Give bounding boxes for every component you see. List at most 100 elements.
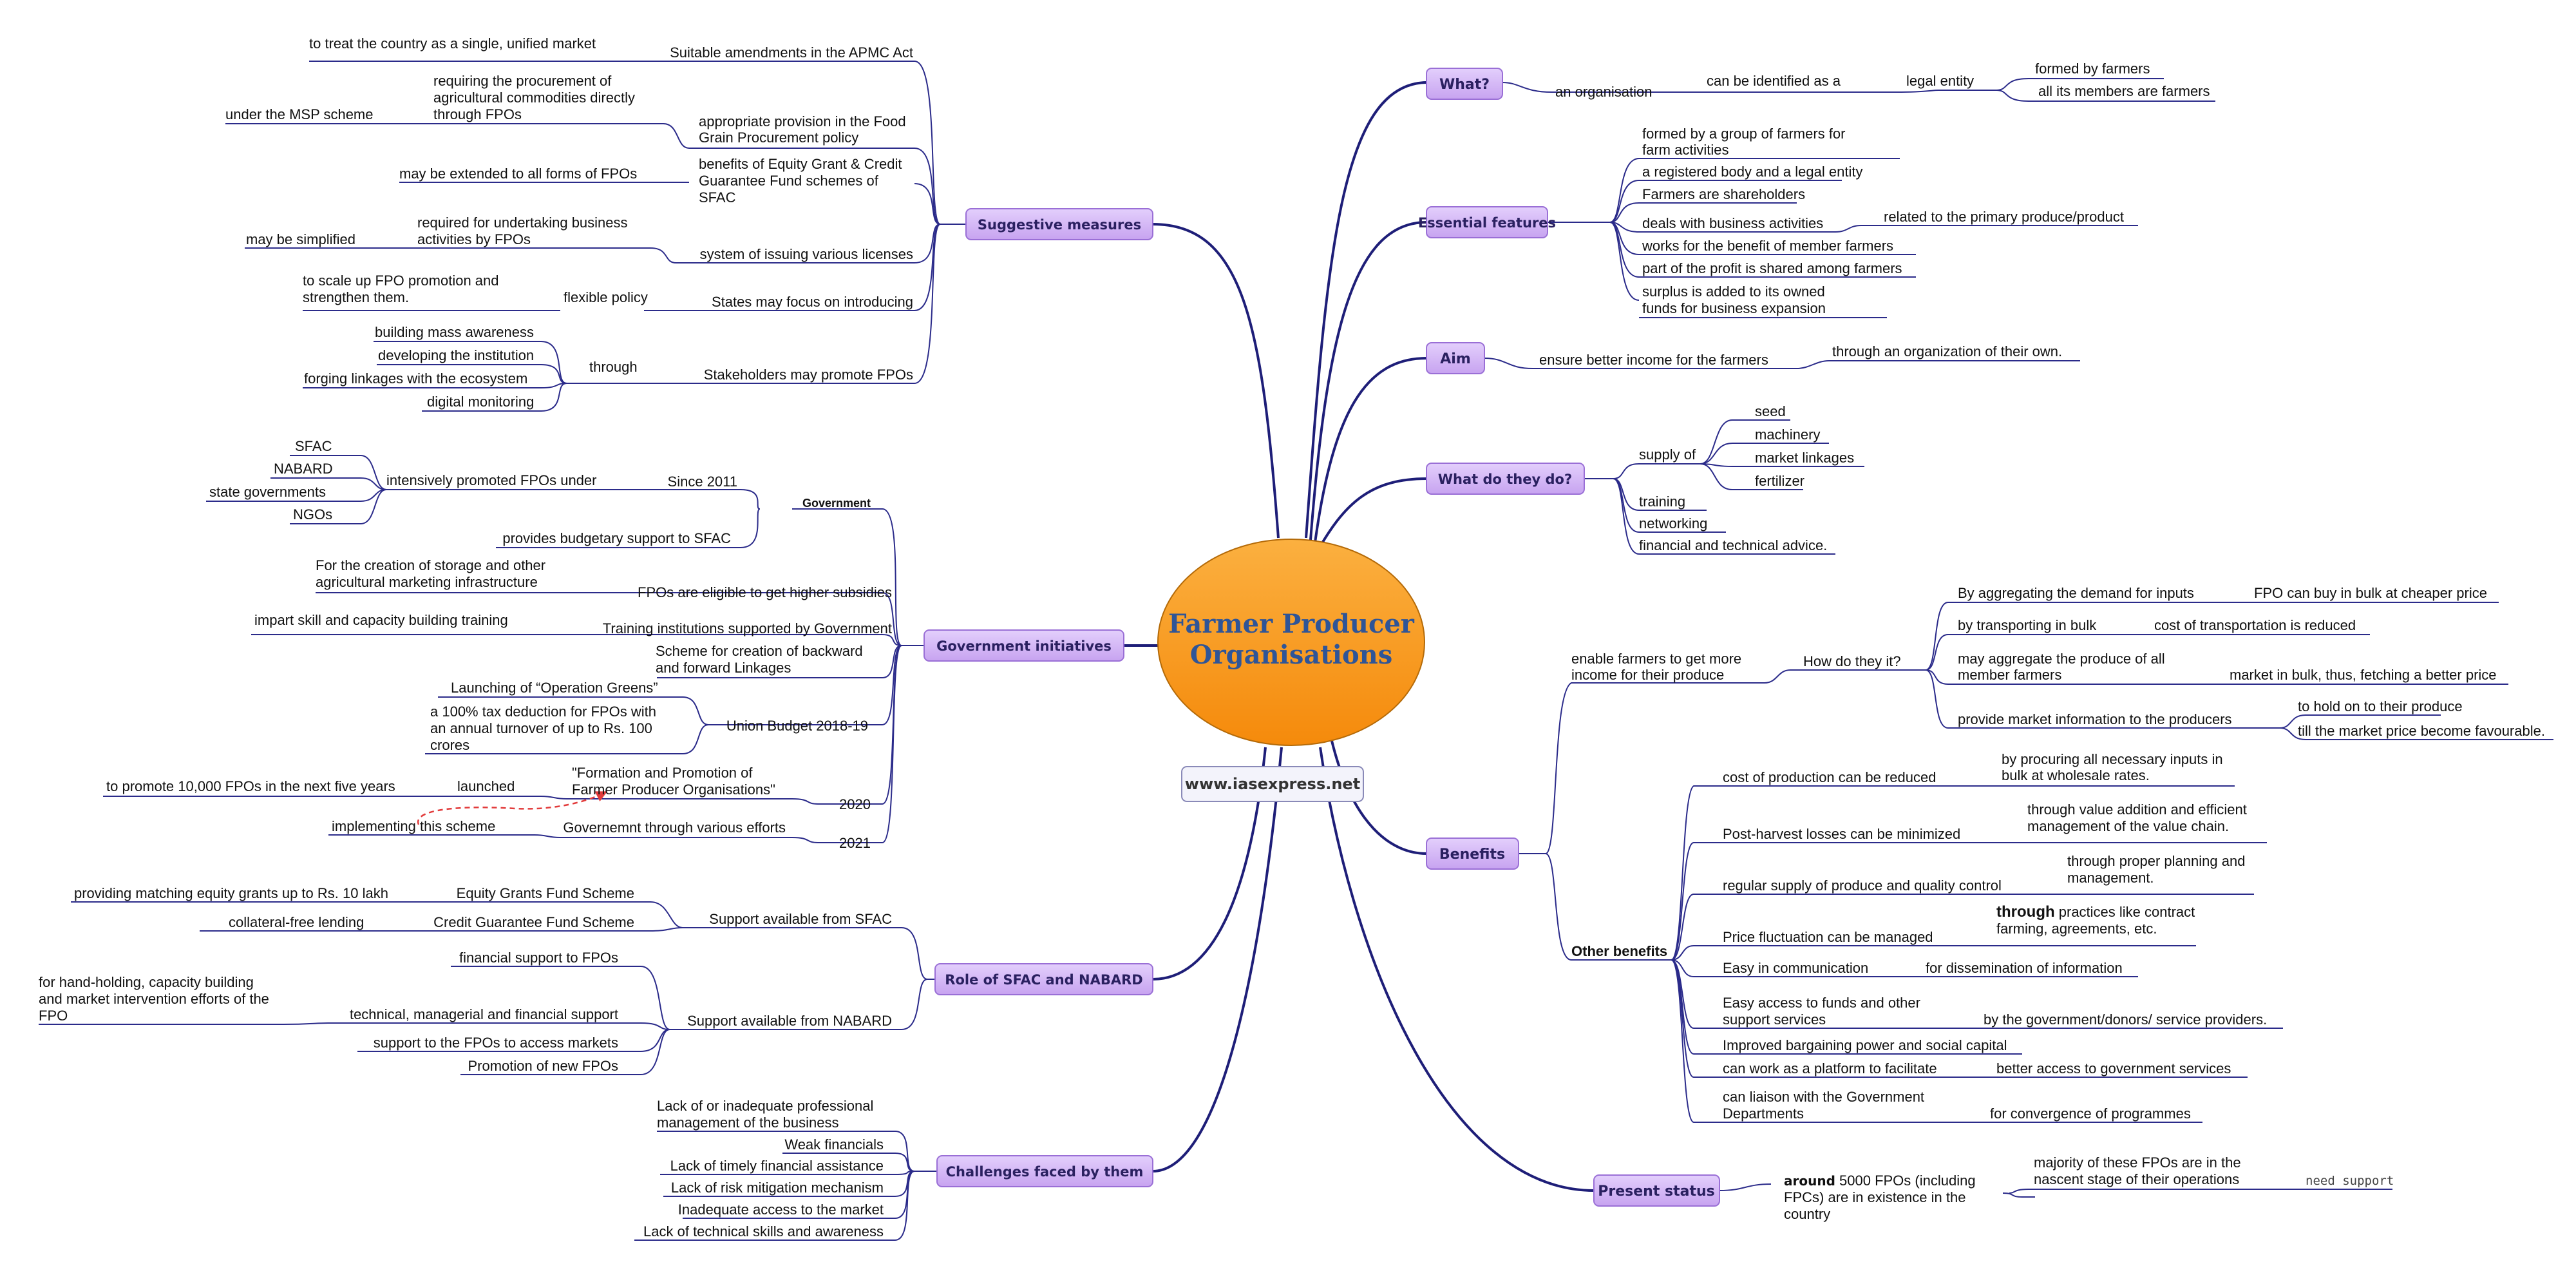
- sug-m6: Stakeholders may promote FPOs: [704, 367, 913, 383]
- chal-1a: Lack of or inadequate professional: [657, 1098, 873, 1114]
- sug-m6-t2: developing the institution: [378, 347, 534, 363]
- sug-m1-sub: to treat the country as a single, unifie…: [309, 35, 596, 52]
- gov-intensively: intensively promoted FPOs under: [386, 472, 597, 488]
- node-sfac[interactable]: Role of SFAC and NABARD: [934, 963, 1153, 995]
- other-o2-sub-b: management of the value chain.: [2027, 818, 2229, 834]
- other-o1-sub-a: by procuring all necessary inputs in: [2002, 751, 2223, 767]
- do-market: market linkages: [1755, 450, 1854, 466]
- other-o4-sub-rest: practices like contract: [2055, 904, 2195, 920]
- status-title: Present status: [1598, 1183, 1714, 1200]
- central-title-line1: Farmer Producer: [1168, 609, 1415, 639]
- other-o4-sub-b: farming, agreements, etc.: [1996, 921, 2157, 937]
- other-o5-sub: for dissemination of information: [1926, 960, 2123, 976]
- sfac-credit: Credit Guarantee Fund Scheme: [433, 914, 634, 930]
- sfac-credit-sub: collateral-free lending: [229, 914, 364, 930]
- node-benefits[interactable]: Benefits: [1426, 838, 1519, 870]
- do-title: What do they do?: [1438, 472, 1572, 487]
- government-title: Government initiatives: [936, 638, 1112, 654]
- website-label: www.iasexpress.net: [1185, 775, 1360, 793]
- gov-formation-a: "Formation and Promotion of: [572, 765, 753, 781]
- branch-benefits: Benefits enable farmers to get more inco…: [1426, 585, 2553, 1123]
- essential-4: deals with business activities: [1642, 215, 1823, 231]
- node-challenges[interactable]: Challenges faced by them: [936, 1155, 1153, 1187]
- gov-budgetary: provides budgetary support to SFAC: [502, 530, 731, 546]
- status-around: around: [1784, 1173, 1835, 1189]
- nabard-markets: support to the FPOs to access markets: [374, 1035, 618, 1051]
- node-status[interactable]: Present status: [1593, 1174, 1720, 1207]
- nabard-handholding-c: FPO: [39, 1008, 68, 1024]
- other-o6-sub: by the government/donors/ service provid…: [1984, 1011, 2267, 1028]
- sug-m2-sub-c: through FPOs: [433, 106, 522, 122]
- do-networking: networking: [1639, 515, 1707, 531]
- benefits-h4-sub1: to hold on to their produce: [2298, 698, 2463, 714]
- sfac-support: Support available from SFAC: [709, 911, 892, 927]
- nabard-technical: technical, managerial and financial supp…: [350, 1006, 618, 1022]
- other-o7: Improved bargaining power and social cap…: [1723, 1037, 2007, 1053]
- node-suggestive[interactable]: Suggestive measures: [965, 208, 1153, 240]
- what-members: all its members are farmers: [2038, 83, 2210, 99]
- benefits-h3b: member farmers: [1958, 667, 2061, 683]
- sfac-title: Role of SFAC and NABARD: [945, 972, 1142, 988]
- do-advice: financial and technical advice.: [1639, 537, 1827, 553]
- aim-title: Aim: [1440, 351, 1471, 367]
- sug-m5-flexible: flexible policy: [564, 289, 648, 305]
- essential-6: part of the profit is shared among farme…: [1642, 260, 1902, 276]
- other-o1-sub-b: bulk at wholesale rates.: [2002, 767, 2150, 783]
- sug-m3a: benefits of Equity Grant & Credit: [699, 156, 902, 172]
- gov-union: Union Budget 2018-19: [726, 718, 868, 734]
- status-line2: FPCs) are in existence in the: [1784, 1189, 1965, 1205]
- gov-training: Training institutions supported by Gover…: [603, 620, 892, 636]
- do-fertilizer: fertilizer: [1755, 473, 1804, 489]
- essential-5: works for the benefit of member farmers: [1642, 238, 1893, 254]
- status-sub-a: majority of these FPOs are in the: [2034, 1154, 2241, 1171]
- gov-launched: launched: [457, 778, 515, 794]
- sug-m6-t3: forging linkages with the ecosystem: [304, 370, 527, 387]
- suggestive-title: Suggestive measures: [978, 217, 1141, 233]
- website-link[interactable]: www.iasexpress.net: [1181, 766, 1364, 802]
- other-o8: can work as a platform to facilitate: [1723, 1060, 1937, 1077]
- nabard-support: Support available from NABARD: [687, 1013, 892, 1029]
- aim-sub: through an organization of their own.: [1832, 343, 2062, 359]
- node-aim[interactable]: Aim: [1426, 342, 1485, 374]
- sug-m4-sub-b: activities by FPOs: [417, 231, 531, 247]
- benefits-h2: by transporting in bulk: [1958, 617, 2097, 633]
- sug-m6-through: through: [589, 359, 638, 375]
- branch-aim: Aim ensure better income for the farmers…: [1426, 342, 2080, 374]
- do-training: training: [1639, 493, 1685, 510]
- sug-m6-t1: building mass awareness: [375, 324, 534, 340]
- other-o3-sub-b: management.: [2067, 870, 2154, 886]
- nabard-handholding-b: and market intervention efforts of the: [39, 991, 269, 1007]
- gov-operation: Launching of “Operation Greens”: [451, 680, 658, 696]
- node-essential[interactable]: Essential features: [1418, 206, 1556, 238]
- benefits-h2-sub: cost of transportation is reduced: [2154, 617, 2356, 633]
- trunk-curves: [1124, 81, 1595, 1192]
- gov-subsidies-sub-b: agricultural marketing infrastructure: [316, 574, 538, 590]
- sug-m3c: SFAC: [699, 189, 736, 206]
- status-sub-b: nascent stage of their operations: [2034, 1171, 2239, 1187]
- status-line1-rest: 5000 FPOs (including: [1835, 1172, 1976, 1189]
- benefits-enable-b: income for their produce: [1571, 667, 1724, 683]
- benefits-h4-sub2: till the market price become favourable.: [2298, 723, 2545, 739]
- sug-m3-sub: may be extended to all forms of FPOs: [399, 166, 637, 182]
- sfac-equity: Equity Grants Fund Scheme: [457, 885, 634, 901]
- node-what[interactable]: What?: [1426, 68, 1503, 100]
- essential-1b: farm activities: [1642, 142, 1728, 158]
- chal-1b: management of the business: [657, 1115, 839, 1131]
- central-topic[interactable]: Farmer Producer Organisations: [1157, 539, 1425, 746]
- sug-m2-sub-msp: under the MSP scheme: [225, 106, 374, 122]
- challenges-title: Challenges faced by them: [946, 1164, 1144, 1180]
- node-government[interactable]: Government initiatives: [923, 629, 1124, 662]
- gov-2021: 2021: [839, 835, 871, 851]
- sug-m5: States may focus on introducing: [712, 294, 913, 310]
- gov-sfac: SFAC: [295, 438, 332, 454]
- sug-m2-sub-a: requiring the procurement of: [433, 73, 612, 89]
- gov-since: Since 2011: [668, 474, 737, 490]
- nabard-promotion: Promotion of new FPOs: [468, 1058, 618, 1074]
- other-o6a: Easy access to funds and other: [1723, 995, 1920, 1011]
- other-o3: regular supply of produce and quality co…: [1723, 877, 2002, 894]
- node-do[interactable]: What do they do?: [1426, 463, 1585, 495]
- what-organisation: an organisation: [1555, 84, 1652, 100]
- other-o4-sub-a: through practices like contract: [1996, 903, 2195, 921]
- gov-subsidies: FPOs are eligible to get higher subsidie…: [638, 584, 892, 600]
- gov-training-sub: impart skill and capacity building train…: [254, 612, 508, 628]
